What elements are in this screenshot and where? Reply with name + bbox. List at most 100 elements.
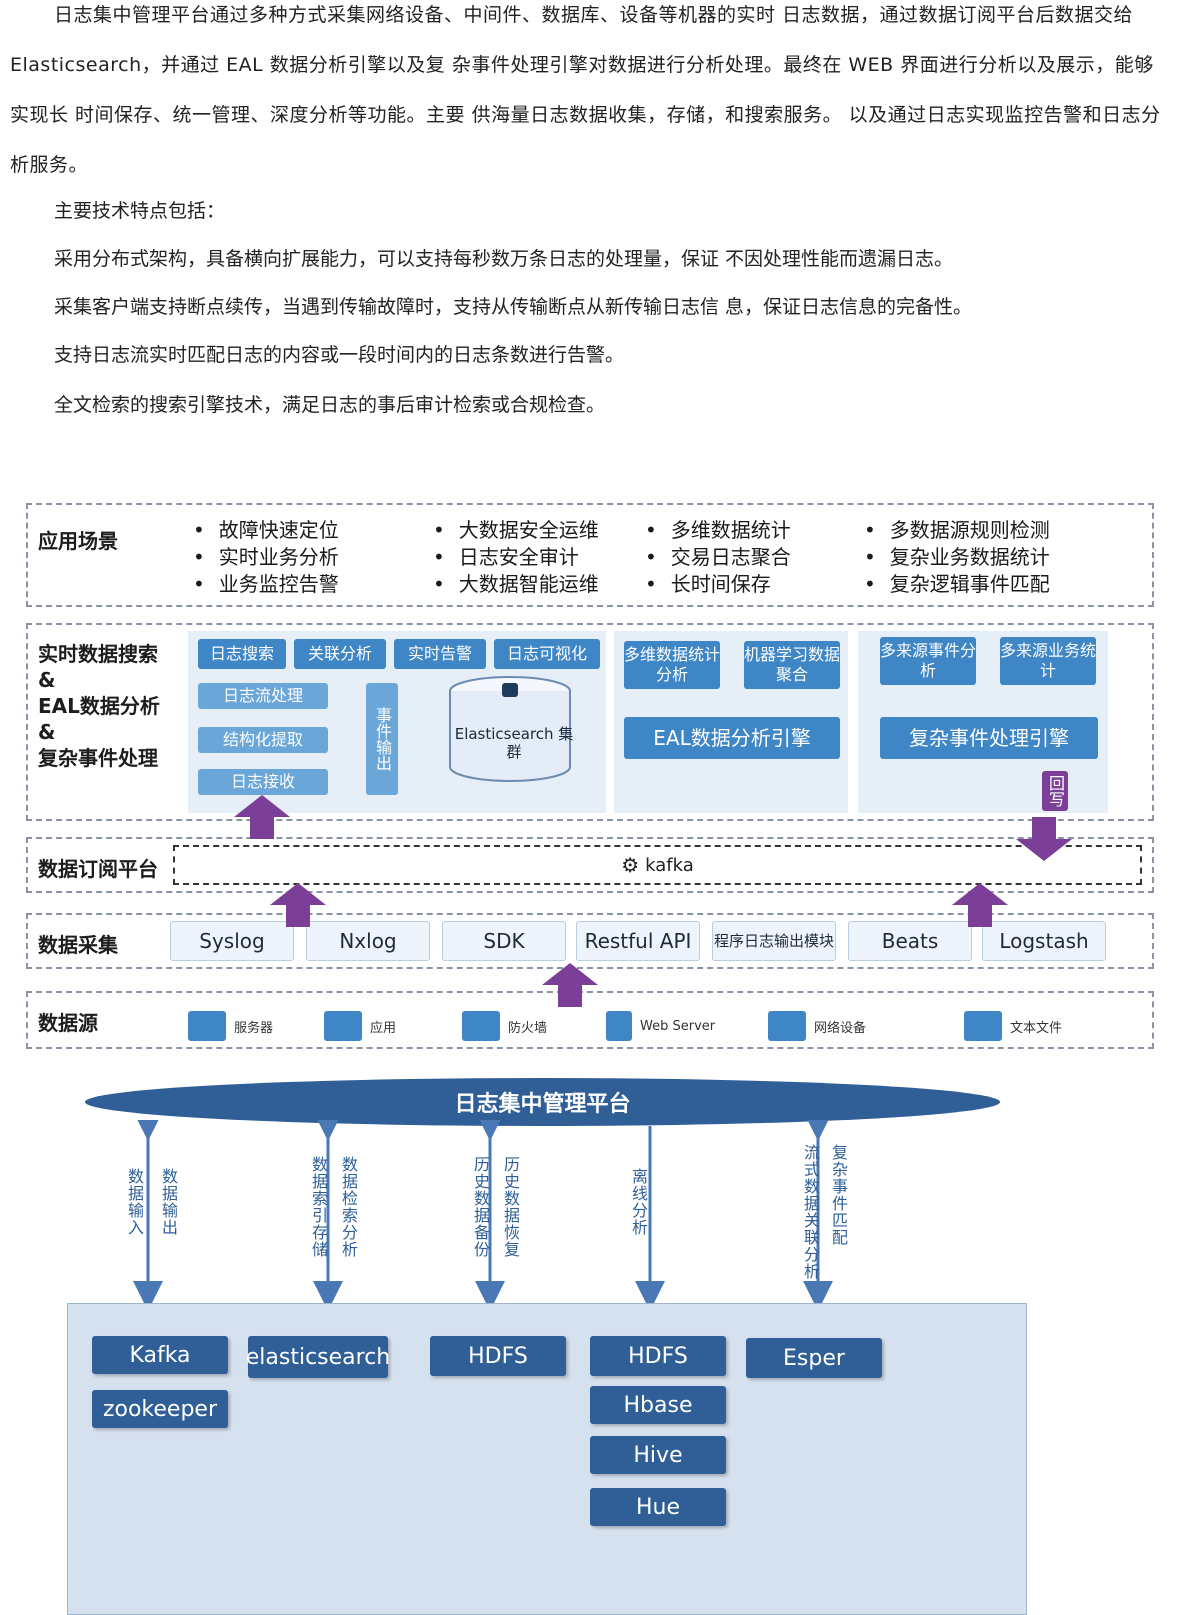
source-title: 数据源	[38, 1011, 98, 1035]
realtime-title-line: &	[38, 720, 56, 744]
arrow-label: 数据输出	[159, 1168, 178, 1236]
scene-item: 交易日志聚合	[645, 544, 791, 571]
kafka-bar: ⚙ kafka	[173, 845, 1142, 885]
scene-item: 日志安全审计	[433, 544, 599, 571]
scene-item: 实时业务分析	[193, 544, 339, 571]
server-icon	[188, 1011, 226, 1041]
source-item: 网络设备	[768, 1011, 866, 1041]
arrow-label: 数据索引存储	[309, 1156, 328, 1258]
tile-multi-source-stat: 多来源业务统计	[1000, 637, 1096, 685]
realtime-title-line: &	[38, 668, 56, 692]
writeback-label: 回写	[1042, 771, 1068, 811]
feature-item: 全文检索的搜索引擎技术，满足日志的事后审计检索或合规检查。	[54, 394, 606, 416]
tile-multi-stat: 多维数据统计分析	[624, 641, 720, 689]
arrow-label: 数据输入	[125, 1168, 144, 1236]
es-label: Elasticsearch 集群	[454, 725, 574, 761]
collect-restful: Restful API	[576, 921, 700, 961]
tech-zookeeper: zookeeper	[92, 1390, 228, 1428]
scene-column: 大数据安全运维 日志安全审计 大数据智能运维	[433, 517, 599, 598]
tile-log-visual: 日志可视化	[494, 639, 600, 669]
tile-receive: 日志接收	[198, 769, 328, 795]
arrow-label: 数据检索分析	[339, 1156, 358, 1258]
collect-sdk: SDK	[442, 921, 566, 961]
scene-item: 大数据智能运维	[433, 571, 599, 598]
tile-ml: 机器学习数据聚合	[744, 641, 840, 689]
tech-esper: Esper	[746, 1338, 882, 1378]
tile-stream: 日志流处理	[198, 683, 328, 709]
realtime-title-line: EAL数据分析	[38, 694, 160, 718]
tile-log-search: 日志搜索	[198, 639, 286, 669]
features-title: 主要技术特点包括：	[54, 200, 226, 222]
web-server-icon	[606, 1011, 632, 1041]
realtime-title: 实时数据搜索 & EAL数据分析 & 复杂事件处理	[38, 641, 160, 771]
tech-hive: Hive	[590, 1436, 726, 1474]
tile-correlation: 关联分析	[294, 639, 386, 669]
source-item: 文本文件	[964, 1011, 1062, 1041]
arrow-label: 流式数据关联分析	[801, 1144, 820, 1280]
scene-item: 大数据安全运维	[433, 517, 599, 544]
file-icon	[964, 1011, 1002, 1041]
collect-program: 程序日志输出模块	[712, 921, 836, 961]
source-label: 应用	[370, 1020, 397, 1036]
tech-hdfs: HDFS	[590, 1336, 726, 1376]
source-item: 应用	[324, 1011, 396, 1041]
collect-beats: Beats	[848, 921, 972, 961]
arrow-up-icon	[268, 883, 328, 927]
cep-engine: 复杂事件处理引擎	[880, 717, 1098, 759]
source-band: 数据源 服务器 应用 防火墙 Web Server 网络设备 文本文件	[26, 991, 1154, 1049]
scene-item: 长时间保存	[645, 571, 791, 598]
scene-column: 多维数据统计 交易日志聚合 长时间保存	[645, 517, 791, 598]
source-item: 防火墙	[462, 1011, 547, 1041]
tech-stack-panel: Kafka zookeeper elasticsearch HDFS HDFS …	[67, 1303, 1027, 1615]
tech-hue: Hue	[590, 1488, 726, 1526]
subscribe-band: 数据订阅平台 ⚙ kafka	[26, 837, 1154, 893]
eal-engine: EAL数据分析引擎	[624, 717, 840, 759]
realtime-title-line: 复杂事件处理	[38, 746, 158, 770]
app-scene-band: 应用场景 故障快速定位 实时业务分析 业务监控告警 大数据安全运维 日志安全审计…	[26, 503, 1154, 607]
source-label: 文本文件	[1010, 1020, 1063, 1036]
arrow-label: 历史数据恢复	[501, 1156, 520, 1258]
app-scene-title: 应用场景	[38, 529, 118, 553]
realtime-title-line: 实时数据搜索	[38, 642, 158, 666]
collect-logstash: Logstash	[982, 921, 1106, 961]
source-label: 网络设备	[814, 1020, 867, 1036]
scene-item: 多数据源规则检测	[864, 517, 1050, 544]
arrow-up-icon	[540, 963, 600, 1007]
arrow-label: 离线分析	[629, 1168, 648, 1236]
feature-item: 采集客户端支持断点续传，当遇到传输故障时，支持从传输断点从新传输日志信 息，保证…	[54, 296, 973, 318]
tech-kafka: Kafka	[92, 1336, 228, 1374]
subscribe-title: 数据订阅平台	[38, 857, 158, 881]
tech-hbase: Hbase	[590, 1386, 726, 1424]
collect-nxlog: Nxlog	[306, 921, 430, 961]
collect-title: 数据采集	[38, 933, 118, 957]
arrow-up-icon	[950, 883, 1010, 927]
platform-arrows	[133, 1120, 833, 1310]
tech-elasticsearch: elasticsearch	[246, 1336, 390, 1378]
arrow-down-icon	[1014, 817, 1074, 861]
platform-diagram: 日志集中管理平台 数据输入 数据输出 数据索引存储 数据检索分析 历史数据备份 …	[10, 1078, 1170, 1615]
feature-item: 支持日志流实时匹配日志的内容或一段时间内的日志条数进行告警。	[54, 344, 625, 366]
elasticsearch-cylinder	[449, 676, 571, 782]
scene-item: 多维数据统计	[645, 517, 791, 544]
scene-column: 多数据源规则检测 复杂业务数据统计 复杂逻辑事件匹配	[864, 517, 1050, 598]
arrow-up-icon	[232, 795, 292, 839]
source-label: Web Server	[640, 1018, 716, 1034]
scene-item: 复杂逻辑事件匹配	[864, 571, 1050, 598]
realtime-band: 实时数据搜索 & EAL数据分析 & 复杂事件处理 日志搜索 关联分析 实时告警…	[26, 623, 1154, 821]
kafka-icon: ⚙	[621, 853, 640, 877]
arrow-label: 历史数据备份	[471, 1156, 490, 1258]
source-item: Web Server	[606, 1011, 715, 1041]
platform-title: 日志集中管理平台	[85, 1078, 1000, 1126]
architecture-diagram: 应用场景 故障快速定位 实时业务分析 业务监控告警 大数据安全运维 日志安全审计…	[10, 495, 1170, 1090]
source-label: 服务器	[234, 1020, 274, 1036]
tile-extract: 结构化提取	[198, 727, 328, 753]
arrow-label: 复杂事件匹配	[829, 1144, 848, 1246]
app-icon	[324, 1011, 362, 1041]
scene-item: 复杂业务数据统计	[864, 544, 1050, 571]
firewall-icon	[462, 1011, 500, 1041]
tile-realtime-alert: 实时告警	[394, 639, 486, 669]
source-label: 防火墙	[508, 1020, 548, 1036]
scene-item: 故障快速定位	[193, 517, 339, 544]
feature-item: 采用分布式架构，具备横向扩展能力，可以支持每秒数万条日志的处理量，保证 不因处理…	[54, 248, 954, 270]
kafka-label: kafka	[645, 854, 694, 876]
